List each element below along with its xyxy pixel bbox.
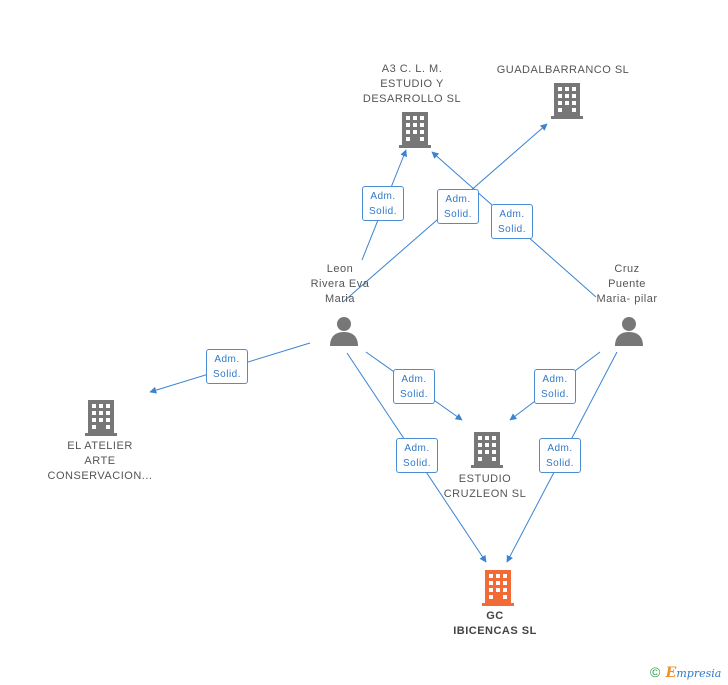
person-icon[interactable] (614, 316, 644, 346)
relation-badge[interactable]: Adm. Solid. (491, 204, 533, 239)
relation-badge[interactable]: Adm. Solid. (437, 189, 479, 224)
company-label-gc: GC IBICENCAS SL (453, 610, 537, 637)
relation-badge[interactable]: Adm. Solid. (393, 369, 435, 404)
brand-logo: Empresia (665, 665, 722, 681)
relation-badge[interactable]: Adm. Solid. (362, 186, 404, 221)
building-icon[interactable] (482, 570, 514, 606)
person-icon[interactable] (329, 316, 359, 346)
person-label-leon: Leon Rivera Eva Maria (310, 263, 370, 305)
building-icon[interactable] (471, 432, 503, 468)
person-label-cruz: Cruz Puente Maria- pilar (596, 263, 658, 305)
company-label-estudio: ESTUDIO CRUZLEON SL (443, 473, 527, 500)
company-label-guadal: GUADALBARRANCO SL (496, 64, 630, 76)
relation-badge[interactable]: Adm. Solid. (396, 438, 438, 473)
building-icon[interactable] (399, 112, 431, 148)
building-icon[interactable] (551, 83, 583, 119)
copyright-icon: © (650, 664, 661, 680)
building-icon[interactable] (85, 400, 117, 436)
footer-brand[interactable]: © Empresia (650, 664, 721, 681)
company-label-a3: A3 C. L. M. ESTUDIO Y DESARROLLO SL (362, 63, 462, 105)
relation-badge[interactable]: Adm. Solid. (539, 438, 581, 473)
relation-badge[interactable]: Adm. Solid. (534, 369, 576, 404)
relation-badge[interactable]: Adm. Solid. (206, 349, 248, 384)
company-label-atelier: EL ATELIER ARTE CONSERVACION... (47, 440, 153, 482)
